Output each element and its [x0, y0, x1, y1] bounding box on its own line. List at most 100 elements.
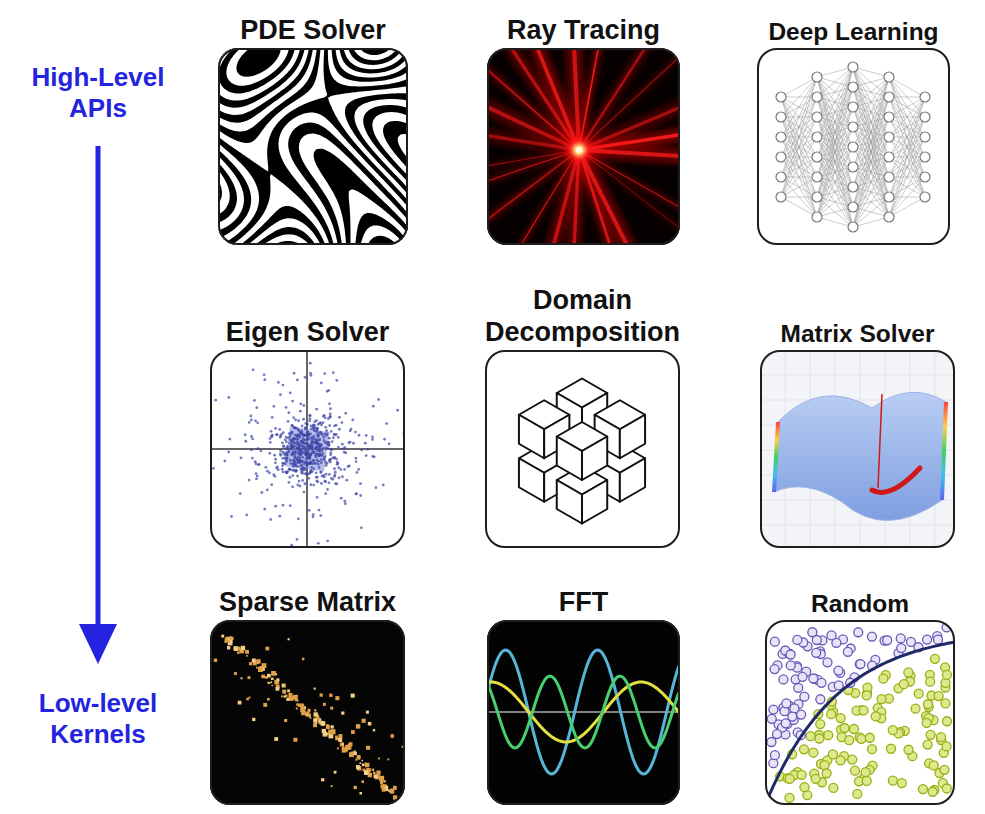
eigenvalue-scatter-picture-part [341, 443, 344, 446]
sparse-matrix-picture-part [329, 694, 332, 697]
eigenvalue-scatter-picture-part [275, 433, 278, 436]
random-scatter-picture-part [812, 648, 821, 657]
eigenvalue-scatter-picture-part [304, 439, 307, 442]
eigenvalue-scatter-picture-part [303, 482, 306, 485]
cube-stack-picture-part [557, 437, 582, 481]
neural-network-picture-part [889, 97, 925, 157]
eigenvalue-scatter-picture-part [324, 492, 327, 495]
random-scatter-picture-part [824, 731, 833, 740]
eigenvalue-scatter-picture-part [308, 417, 311, 420]
pde-contour-picture-part [218, 48, 408, 245]
random-scatter-picture-part [926, 677, 935, 686]
sparse-matrix-picture-part [326, 724, 329, 727]
sparse-matrix-picture-part [275, 680, 277, 682]
eigenvalue-scatter-picture-part [300, 471, 303, 474]
random-scatter-picture-part [815, 734, 824, 743]
eigenvalue-scatter-picture-part [312, 427, 315, 430]
sparse-matrix-picture-part [365, 763, 369, 767]
neural-network-picture-part [848, 142, 858, 152]
eigenvalue-scatter-picture-part [272, 405, 275, 408]
eigenvalue-scatter-picture-part [326, 488, 329, 491]
ray-tracing-picture-part [487, 48, 680, 245]
eigenvalue-scatter-picture-part [297, 459, 300, 462]
random-scatter-picture-part [772, 730, 781, 739]
random-scatter-picture-part [855, 660, 864, 669]
eigenvalue-scatter-picture-part [330, 448, 333, 451]
neural-network-picture-part [781, 97, 817, 197]
eigenvalue-scatter-picture-part [281, 384, 284, 387]
ray-tracing-picture-part [487, 48, 579, 150]
eigenvalue-scatter-picture-part [304, 472, 307, 475]
eigenvalue-scatter-picture-part [291, 400, 294, 403]
ray-tracing-picture-part [487, 48, 579, 150]
sparse-matrix-picture-part [265, 647, 269, 651]
eigenvalue-scatter-picture-part [327, 441, 330, 444]
random-scatter-picture-part [840, 724, 849, 733]
sparse-matrix-picture-part [288, 638, 290, 640]
kernel-tile: Sparse Matrix [210, 620, 405, 805]
sparse-matrix-picture-part [330, 707, 333, 710]
eigenvalue-scatter-picture-part [212, 467, 215, 470]
eigenvalue-scatter-picture [210, 350, 405, 548]
eigenvalue-scatter-picture-part [281, 441, 284, 444]
eigenvalue-scatter-picture-part [302, 418, 305, 421]
sparse-matrix-picture-part [347, 744, 350, 747]
random-scatter-picture-part [922, 718, 931, 727]
eigenvalue-scatter-picture-part [285, 457, 288, 460]
eigenvalue-scatter-picture-part [272, 473, 275, 476]
random-scatter-picture-part [823, 658, 832, 667]
eigenvalue-scatter-picture-part [290, 433, 293, 436]
eigenvalue-scatter-picture-part [266, 470, 269, 473]
eigenvalue-scatter-picture-part [274, 458, 277, 461]
sparse-matrix-picture-part [241, 677, 243, 679]
random-scatter-picture-part [865, 733, 874, 742]
eigenvalue-scatter-picture-part [304, 426, 307, 429]
eigenvalue-scatter-picture-part [308, 456, 311, 459]
eigenvalue-scatter-picture-part [278, 515, 281, 518]
sparse-matrix-picture-part [337, 747, 339, 749]
ray-tracing-picture-part [512, 150, 579, 245]
neural-network-picture-part [889, 97, 925, 197]
cube-stack-picture-part [620, 415, 645, 459]
eigenvalue-scatter-picture-part [325, 429, 328, 432]
eigenvalue-scatter-picture-part [285, 406, 288, 409]
neural-network-picture-part [848, 62, 858, 72]
sparse-matrix-picture-part [289, 696, 294, 701]
eigenvalue-scatter-picture-part [268, 452, 271, 455]
eigenvalue-scatter-picture-part [333, 467, 336, 470]
sparse-matrix-picture-part [359, 762, 361, 764]
neural-network-picture-part [817, 77, 853, 227]
random-scatter-picture-part [770, 665, 779, 674]
eigenvalue-scatter-picture-part [255, 462, 258, 465]
eigenvalue-scatter-picture-part [292, 446, 295, 449]
neural-network-picture-part [884, 72, 894, 82]
eigenvalue-scatter-picture-part [330, 430, 333, 433]
random-scatter-picture-part [806, 732, 815, 741]
eigenvalue-scatter-picture-part [256, 421, 259, 424]
sparse-matrix-picture-part [262, 663, 267, 668]
eigenvalue-scatter-picture-part [297, 456, 300, 459]
random-scatter-picture-part [798, 672, 807, 681]
neural-network-picture-part [889, 97, 925, 117]
eigenvalue-scatter-picture-part [344, 502, 347, 505]
optimization-surface-picture-part [878, 394, 882, 488]
cube-stack-picture-part [582, 437, 607, 481]
waveform-picture-part [487, 682, 679, 742]
tile-title: Random [725, 590, 985, 619]
neural-network-picture-part [889, 97, 925, 197]
eigenvalue-scatter-picture-part [258, 463, 261, 466]
eigenvalue-scatter-picture-part [310, 437, 313, 440]
eigenvalue-scatter-picture-part [334, 482, 337, 485]
neural-network-picture-part [848, 202, 858, 212]
eigenvalue-scatter-picture-part [355, 471, 358, 474]
random-scatter-picture-part [853, 789, 862, 798]
random-scatter-picture-part [877, 695, 886, 704]
eigenvalue-scatter-picture-part [299, 453, 302, 456]
random-scatter-picture-part [899, 680, 908, 689]
sparse-matrix-picture-part [357, 755, 361, 759]
eigenvalue-scatter-picture-part [282, 470, 285, 473]
direction-arrow-head [79, 624, 117, 664]
eigenvalue-scatter-picture-part [289, 468, 292, 471]
eigenvalue-scatter-picture-part [281, 468, 284, 471]
pde-contour-picture-part [218, 48, 408, 161]
